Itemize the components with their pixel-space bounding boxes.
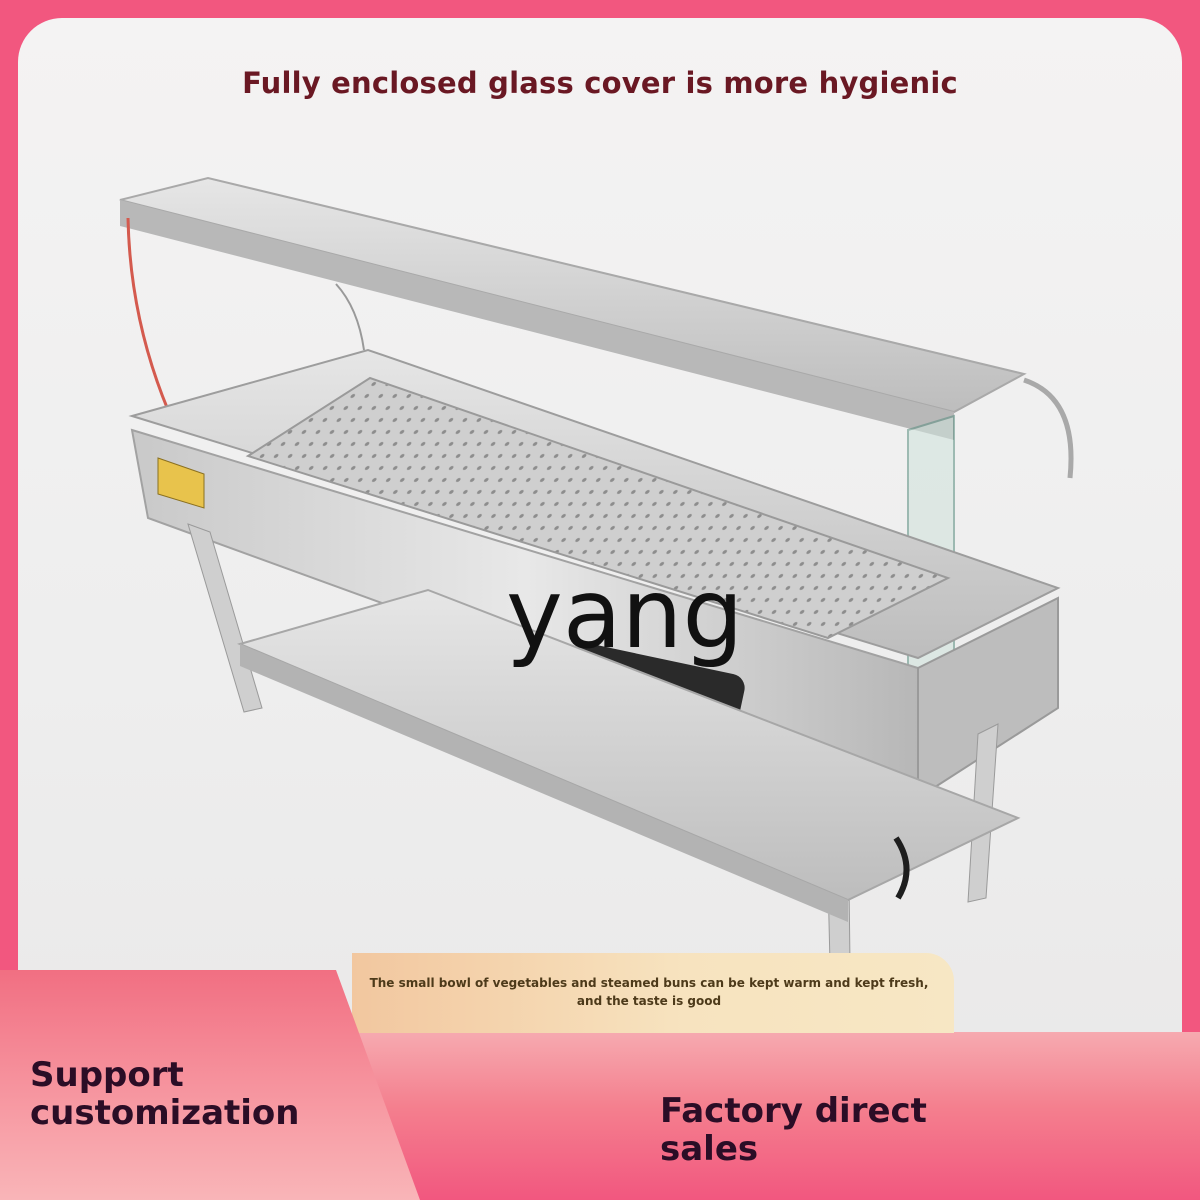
watermark: yang [506, 558, 744, 670]
product-image [119, 176, 1074, 965]
badge-support-customization: Support customization [30, 1055, 300, 1133]
banner-caption: The small bowl of vegetables and steamed… [369, 976, 929, 1008]
product-card: Fully enclosed glass cover is more hygie… [18, 18, 1182, 1182]
cream-banner [352, 953, 954, 1033]
badge-factory-direct: Factory direct sales [660, 1091, 927, 1169]
headline: Fully enclosed glass cover is more hygie… [242, 66, 958, 100]
